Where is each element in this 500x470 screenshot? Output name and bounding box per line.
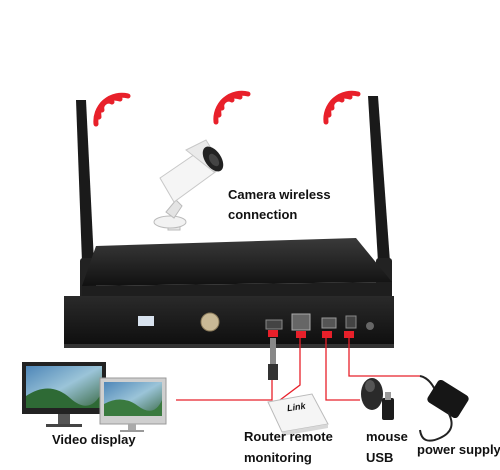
mouse-icon bbox=[361, 378, 383, 410]
wifi-signal-icon bbox=[323, 90, 361, 125]
video-display-label: Video display bbox=[52, 432, 136, 447]
power-supply-label: power supply bbox=[417, 442, 500, 457]
monitor-icon bbox=[22, 362, 106, 427]
camera-label-line2: connection bbox=[228, 207, 298, 222]
usb-stick-icon bbox=[382, 392, 394, 420]
nvr-recorder bbox=[64, 238, 394, 348]
mouse-label-line1: mouse bbox=[366, 429, 408, 444]
router-label-line1: Router remote bbox=[244, 429, 333, 444]
hdmi-connector bbox=[268, 338, 278, 380]
camera-label-line1: Camera wireless bbox=[228, 187, 331, 202]
monitor-icon bbox=[99, 377, 167, 432]
router-label-line2: monitoring bbox=[244, 450, 312, 465]
router-brand-label: Link bbox=[286, 400, 307, 414]
camera-icon bbox=[153, 139, 224, 231]
wifi-signal-icon bbox=[213, 90, 251, 125]
power-adapter-icon bbox=[419, 375, 469, 442]
mouse-label-line2: USB bbox=[366, 450, 394, 465]
wifi-signal-icon bbox=[93, 92, 131, 127]
router-icon bbox=[267, 393, 329, 436]
